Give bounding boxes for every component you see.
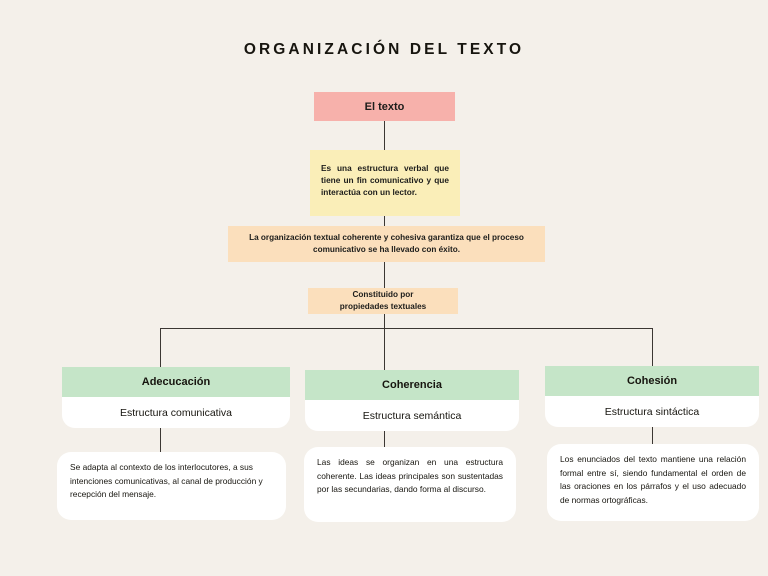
description-card-adecucacion[interactable]: Se adapta al contexto de los interlocuto… xyxy=(57,452,286,520)
node-constituido-line-2: propiedades textuales xyxy=(339,302,427,311)
node-constituido-por[interactable]: Constituido por propiedades textuales xyxy=(308,288,458,314)
column-subtitle-adecucacion: Estructura comunicativa xyxy=(62,397,290,428)
node-definicion[interactable]: Es una estructura verbal que tiene un fi… xyxy=(310,150,460,216)
connector-bus-to-column-1 xyxy=(160,328,161,367)
node-constituido-line-1: Constituido por xyxy=(352,290,414,300)
column-card-cohesion[interactable]: Cohesión Estructura sintáctica xyxy=(545,366,759,427)
connector-bus-to-column-2 xyxy=(384,328,385,370)
page-title: ORGANIZACIÓN DEL TEXTO xyxy=(243,41,525,58)
column-card-coherencia[interactable]: Coherencia Estructura semántica xyxy=(305,370,519,431)
connector-constituted-to-bus xyxy=(384,314,385,328)
connector-column-3-to-description xyxy=(652,427,653,444)
connector-horizontal-bus xyxy=(160,328,653,329)
connector-column-1-to-description xyxy=(160,428,161,452)
node-el-texto-label: El texto xyxy=(364,100,405,113)
column-title-adecucacion: Adecucación xyxy=(62,367,290,397)
column-title-cohesion: Cohesión xyxy=(545,366,759,396)
node-el-texto[interactable]: El texto xyxy=(314,92,455,121)
description-card-cohesion[interactable]: Los enunciados del texto mantiene una re… xyxy=(547,444,759,521)
node-organizacion-label: La organización textual coherente y cohe… xyxy=(249,233,524,254)
column-subtitle-coherencia: Estructura semántica xyxy=(305,400,519,431)
connector-bus-to-column-3 xyxy=(652,328,653,366)
description-card-coherencia[interactable]: Las ideas se organizan en una estructura… xyxy=(304,447,516,522)
connector-root-to-definition xyxy=(384,121,385,150)
column-title-coherencia: Coherencia xyxy=(305,370,519,400)
connector-definition-to-statement xyxy=(384,216,385,226)
column-subtitle-cohesion: Estructura sintáctica xyxy=(545,396,759,427)
connector-statement-to-constituted xyxy=(384,262,385,288)
node-organizacion-textual[interactable]: La organización textual coherente y cohe… xyxy=(228,226,545,262)
connector-column-2-to-description xyxy=(384,431,385,447)
column-card-adecucacion[interactable]: Adecucación Estructura comunicativa xyxy=(62,367,290,428)
